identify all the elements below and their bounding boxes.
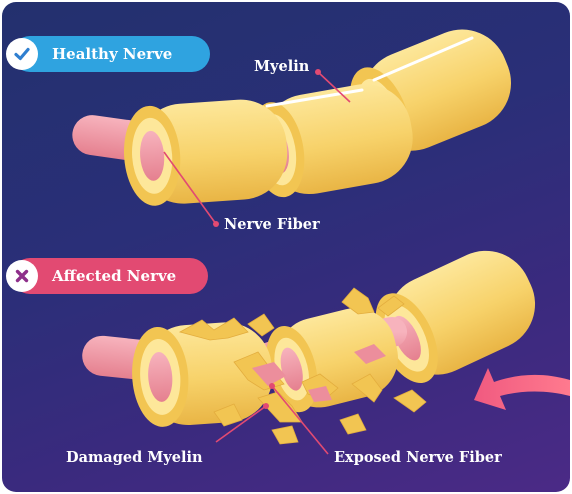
check-icon xyxy=(6,38,38,70)
healthy-nerve-tag: Healthy Nerve xyxy=(12,36,210,72)
damaged-myelin-label: Damaged Myelin xyxy=(66,449,203,466)
affected-nerve-tag: Affected Nerve xyxy=(12,258,208,294)
healthy-nerve-title: Healthy Nerve xyxy=(12,45,190,63)
exposed-nerve-fiber-label: Exposed Nerve Fiber xyxy=(334,449,502,466)
arrow-right-icon xyxy=(474,368,570,410)
healthy-myelin-segment-1 xyxy=(121,97,291,208)
affected-nerve-title: Affected Nerve xyxy=(12,267,194,285)
myelin-label: Myelin xyxy=(254,58,309,75)
cross-icon xyxy=(6,260,38,292)
nerve-fiber-label: Nerve Fiber xyxy=(224,216,320,233)
